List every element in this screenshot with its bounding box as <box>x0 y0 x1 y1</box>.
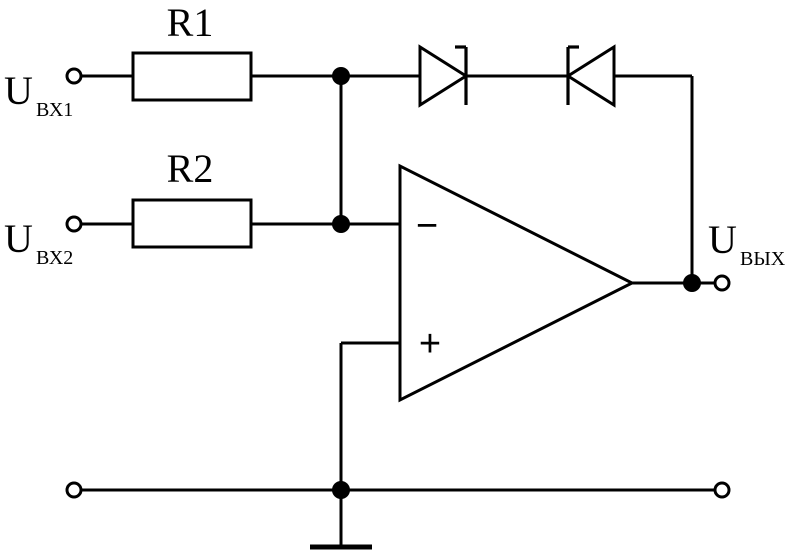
svg-text:ВЫХ: ВЫХ <box>740 248 786 270</box>
resistor-r1-label: R1 <box>167 0 214 45</box>
input-2-label: U ВХ2 <box>4 216 73 269</box>
input-1-terminal <box>65 67 83 85</box>
input-1-label: U ВХ1 <box>4 68 73 121</box>
output-terminal <box>713 274 731 292</box>
zener-diode-1 <box>418 44 469 108</box>
svg-text:ВХ1: ВХ1 <box>36 99 73 121</box>
input-2-branch <box>65 198 400 249</box>
resistor-r1 <box>131 51 253 102</box>
svg-text:U: U <box>708 217 737 262</box>
output-label: U ВЫХ <box>708 217 786 270</box>
resistor-r2-label: R2 <box>167 146 214 191</box>
zener-diode-2 <box>565 44 616 108</box>
input-1-branch <box>65 51 420 102</box>
svg-text:U: U <box>4 216 33 261</box>
junction-dot-output <box>683 274 701 292</box>
op-amp: − + <box>398 163 636 403</box>
noninverting-input-sign: + <box>419 323 441 365</box>
ground-terminal-right <box>713 481 731 499</box>
junction-dot-top <box>332 67 350 85</box>
inverting-input-sign: − <box>416 205 438 247</box>
input-2-terminal <box>65 215 83 233</box>
ground-rail <box>65 481 731 550</box>
ground-terminal-left <box>65 481 83 499</box>
resistor-r2 <box>131 198 253 249</box>
svg-text:ВХ2: ВХ2 <box>36 247 73 269</box>
junction-dot-inverting <box>332 215 350 233</box>
svg-text:U: U <box>4 68 33 113</box>
